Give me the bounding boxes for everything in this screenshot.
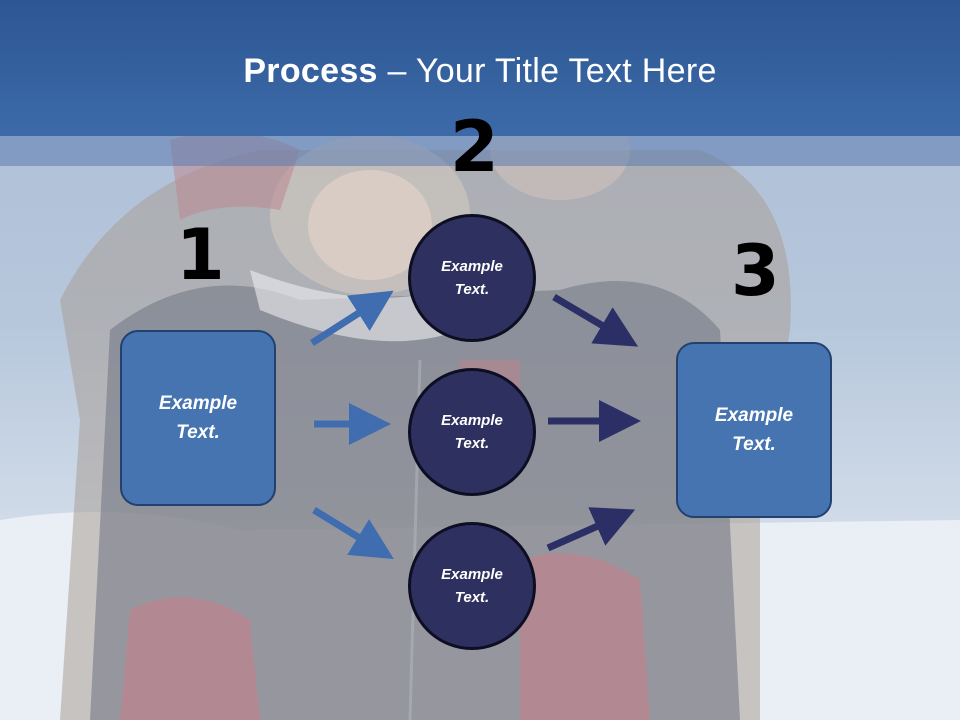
end-box: Example Text.	[676, 342, 832, 518]
slide-title-bold: Process	[243, 52, 378, 90]
end-box-label: Example Text.	[714, 405, 794, 455]
start-box-label: Example Text.	[158, 393, 238, 443]
arrow-start-to-circle-3	[312, 507, 394, 559]
title-bar	[0, 0, 960, 136]
middle-circle-1: Example Text.	[408, 214, 536, 342]
slide-title: Process – Your Title Text Here	[0, 52, 960, 91]
middle-circle-3-label: Example Text.	[441, 566, 503, 606]
start-box: Example Text.	[120, 330, 276, 506]
middle-circle-3: Example Text.	[408, 522, 536, 650]
middle-circle-2-label: Example Text.	[441, 412, 503, 452]
arrow-circle-3-to-end	[546, 507, 636, 552]
middle-circle-2: Example Text.	[408, 368, 536, 496]
step-number-1: 1	[176, 214, 225, 296]
arrow-start-to-circle-1	[310, 290, 394, 346]
step-number-2: 2	[450, 106, 499, 188]
arrow-circle-1-to-end	[552, 293, 639, 347]
slide-title-rest: – Your Title Text Here	[377, 52, 717, 90]
step-number-3: 3	[731, 230, 780, 312]
title-strip	[0, 136, 960, 166]
middle-circle-1-label: Example Text.	[441, 258, 503, 298]
